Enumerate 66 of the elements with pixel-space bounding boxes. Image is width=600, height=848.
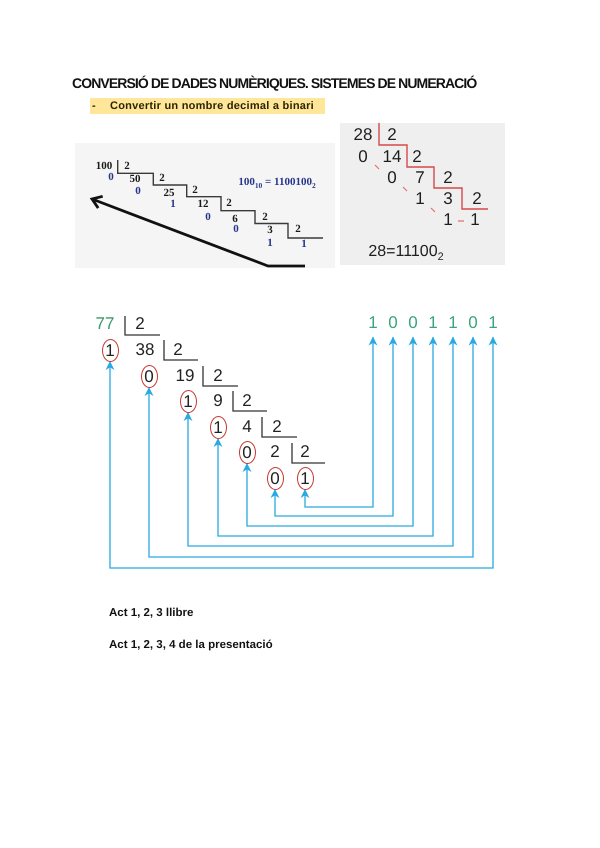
division-number: 2 xyxy=(472,189,482,209)
division-number: 50 xyxy=(130,173,140,185)
page-title: CONVERSIÓ DE DADES NUMÈRIQUES. SISTEMES DE NUMERACIÓ xyxy=(72,76,476,90)
division-number: 2 xyxy=(226,197,232,209)
connector-arrow xyxy=(144,336,478,558)
binary-digit: 1 xyxy=(426,313,440,337)
binary-digit: 0 xyxy=(386,313,400,337)
conversion-result: 100$_{10}$ = 1100100$_{2}$ xyxy=(238,176,316,188)
division-number: 9 xyxy=(213,391,223,411)
binary-digit: 1 xyxy=(486,313,500,337)
binary-digit: 0 xyxy=(406,313,420,337)
circled-remainder: 1 xyxy=(210,416,226,438)
division-number: 2 xyxy=(295,223,301,235)
connector-arrow xyxy=(106,336,498,569)
division-number: 2 xyxy=(272,417,282,437)
circled-remainder: 1 xyxy=(180,390,196,412)
connector-arrow xyxy=(270,336,398,517)
circled-remainder: 0 xyxy=(238,440,256,464)
connector-arrow xyxy=(214,336,438,537)
remainder-digit: 0 xyxy=(233,223,239,235)
division-number: 2 xyxy=(124,160,130,172)
division-number: 28 xyxy=(354,125,372,145)
binary-digit: 1 xyxy=(366,313,380,337)
activity-note: Act 1, 2, 3, 4 de la presentació xyxy=(109,639,273,651)
division-number: 19 xyxy=(176,366,194,386)
division-number: 6 xyxy=(232,213,238,225)
binary-digit: 1 xyxy=(446,313,460,337)
remainder-digit: 0 xyxy=(108,171,114,183)
division-number: 1 xyxy=(301,238,307,250)
division-number: 25 xyxy=(164,187,174,199)
circled-remainder: 1 xyxy=(296,466,314,490)
remainder-digit: 1 xyxy=(170,198,176,210)
circled-remainder: 0 xyxy=(266,466,284,490)
connector-arrow xyxy=(300,336,378,508)
division-number: 100 xyxy=(96,160,112,172)
division-number: 38 xyxy=(136,340,154,360)
division-number: 2 xyxy=(270,442,280,462)
conversion-result: 28=11100$_{2}$ xyxy=(368,243,444,261)
binary-digit: 0 xyxy=(466,313,480,337)
division-number: 12 xyxy=(198,198,208,210)
connector-arrow xyxy=(242,336,418,527)
dividend-number: 77 xyxy=(96,314,114,334)
division-number: 2 xyxy=(135,314,145,334)
division-number: 1 xyxy=(470,210,480,230)
division-number: 3 xyxy=(267,224,273,236)
list-dash: - xyxy=(92,100,96,112)
remainder-digit: 0 xyxy=(205,211,211,223)
division-number: 2 xyxy=(387,125,397,145)
division-number: 2 xyxy=(242,391,252,411)
division-number: 2 xyxy=(159,172,165,184)
division-number: 2 xyxy=(213,366,223,386)
circled-remainder: 0 xyxy=(140,364,158,388)
remainder-digit: 0 xyxy=(135,185,141,197)
division-number: 2 xyxy=(192,184,198,196)
division-number: 2 xyxy=(300,442,310,462)
connector-arrow xyxy=(184,336,458,547)
activity-note: Act 1, 2, 3 llibre xyxy=(109,607,194,619)
division-number: 2 xyxy=(173,340,183,360)
division-number: 2 xyxy=(412,147,422,167)
division-number: 0 xyxy=(358,147,368,167)
circled-remainder: 1 xyxy=(102,338,118,362)
division-number: 4 xyxy=(242,417,252,437)
division-number: 2 xyxy=(262,211,268,223)
remainder-digit: 1 xyxy=(267,237,273,249)
division-number: 14 xyxy=(382,147,402,167)
subheading: Convertir un nombre decimal a binari xyxy=(110,100,314,112)
